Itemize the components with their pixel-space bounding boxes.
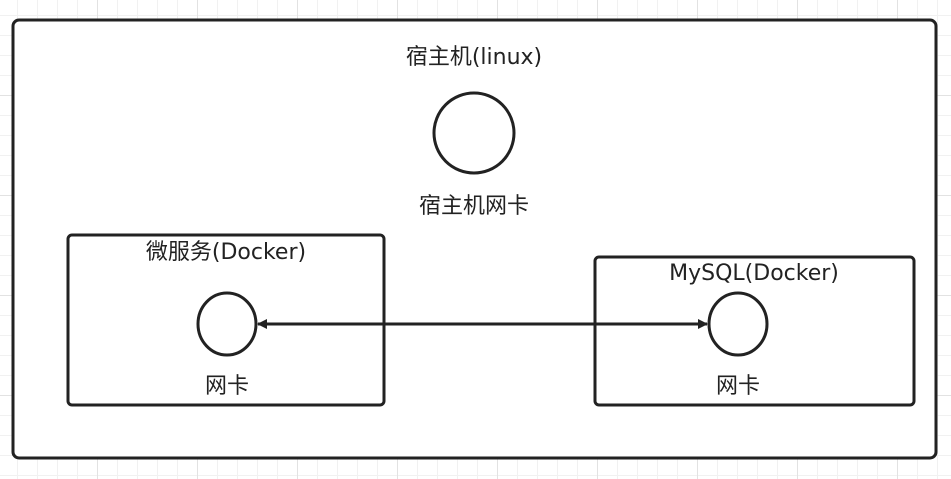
host-title: 宿主机(linux) [406, 45, 542, 70]
mysql-title: MySQL(Docker) [669, 261, 839, 286]
mysql-nic-label: 网卡 [716, 374, 760, 399]
mysql-nic-circle[interactable] [707, 291, 769, 357]
host-nic-label: 宿主机网卡 [419, 194, 529, 219]
microservice-nic-circle[interactable] [196, 291, 258, 357]
microservice-title: 微服务(Docker) [146, 240, 306, 265]
microservice-nic-label: 网卡 [205, 374, 249, 399]
host-nic-circle[interactable] [432, 91, 516, 175]
